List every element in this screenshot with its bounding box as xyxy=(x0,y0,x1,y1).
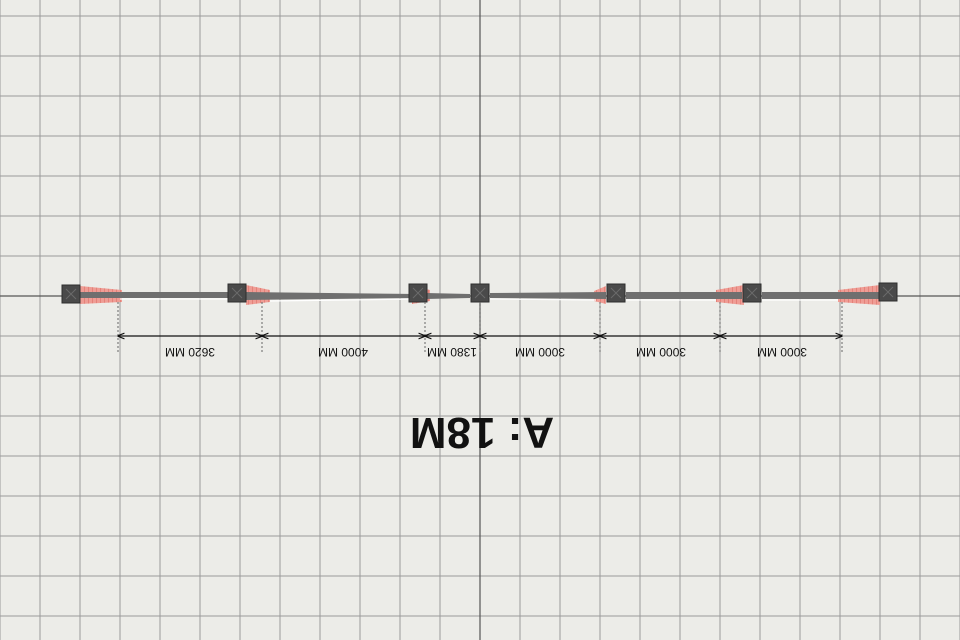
dimension-label: 3000 MM xyxy=(515,345,565,359)
post-4[interactable] xyxy=(470,283,490,303)
dimension-label: 3620 MM xyxy=(165,345,215,359)
rail-highlight xyxy=(489,298,597,301)
rail-segment xyxy=(426,293,470,299)
dimension-labels: 3620 MM 4000 MM 1380 MM 3000 MM 3000 MM … xyxy=(165,345,807,359)
post-3[interactable] xyxy=(408,283,428,303)
rail-segment xyxy=(490,292,606,299)
dimension-label: 1380 MM xyxy=(427,345,477,359)
fence-posts[interactable] xyxy=(61,282,898,304)
dimension-label: 4000 MM xyxy=(318,345,368,359)
rail-highlight xyxy=(269,298,419,302)
rail-segment xyxy=(246,292,418,300)
rail-segment xyxy=(80,292,236,298)
dimension-label: 3000 MM xyxy=(636,345,686,359)
dimension-label: 3000 MM xyxy=(757,345,807,359)
post-7[interactable] xyxy=(878,282,898,302)
fence-rails xyxy=(80,292,880,302)
rail-segment xyxy=(762,292,880,299)
rail-segment xyxy=(626,292,742,299)
post-1[interactable] xyxy=(61,284,81,304)
post-5[interactable] xyxy=(606,283,626,303)
extension-lines xyxy=(117,302,843,352)
post-6[interactable] xyxy=(742,283,762,303)
plan-title: A: 18M xyxy=(410,408,554,457)
post-2[interactable] xyxy=(227,283,247,303)
